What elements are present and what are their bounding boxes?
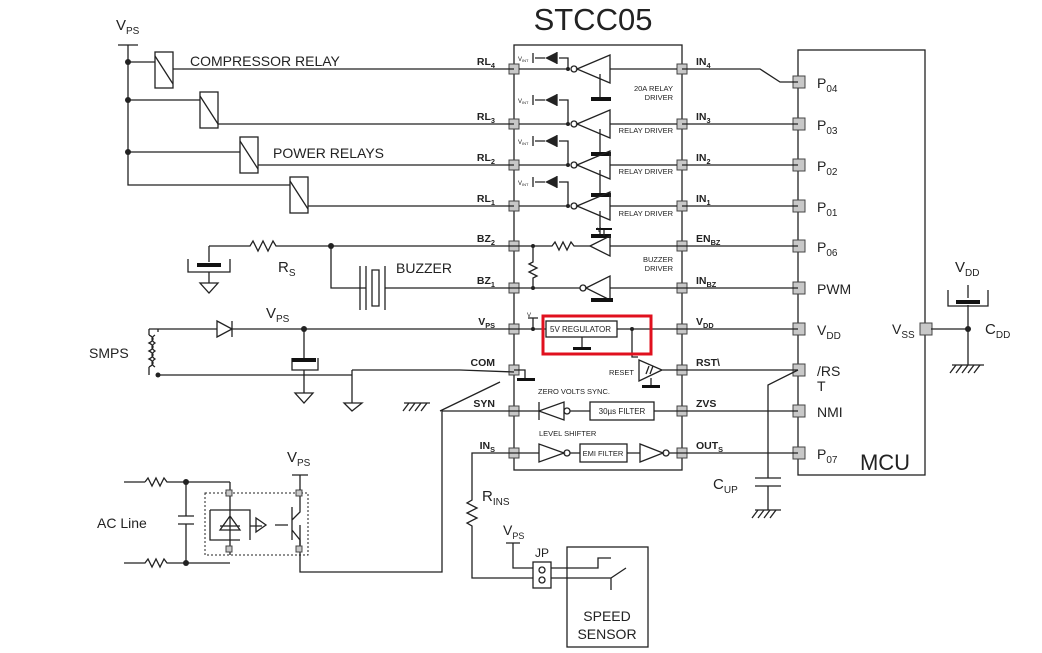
compressor-relay-coil bbox=[154, 51, 174, 89]
mcu-pin-label: VDD bbox=[817, 322, 841, 342]
mcu-pin-label: P03 bbox=[817, 117, 838, 137]
mcu-label: MCU bbox=[860, 450, 910, 475]
driver-label-20a-2: DRIVER bbox=[645, 93, 674, 102]
ic-left-pin-label: RL3 bbox=[477, 111, 495, 125]
optocoupler bbox=[204, 492, 309, 556]
ic-right-pin-label: ZVS bbox=[696, 398, 716, 410]
speed-sensor-label-1: SPEED bbox=[583, 608, 630, 624]
mcu-vss-pin bbox=[919, 322, 933, 336]
driver-label-20a: 20A RELAY bbox=[634, 84, 673, 93]
mcu-pin-label: P07 bbox=[817, 446, 838, 466]
ic-right-pin-label: IN3 bbox=[696, 111, 711, 125]
mcu-pin-label: P04 bbox=[817, 75, 838, 95]
mcu-vss-label: VSS bbox=[892, 321, 915, 341]
rins-label: RINS bbox=[482, 488, 510, 508]
ic-left-pin-label: COM bbox=[471, 357, 496, 369]
driver-label-3: RELAY DRIVER bbox=[619, 126, 674, 135]
jp-label: JP bbox=[535, 546, 549, 560]
ic-right-pin-label: RST\ bbox=[696, 357, 720, 369]
jumper[interactable] bbox=[532, 561, 552, 589]
vint-label: VINT bbox=[518, 57, 529, 63]
vint-label: VINT bbox=[518, 181, 529, 187]
mcu-pin-label: NMI bbox=[817, 404, 843, 420]
ic-right-pin-label: IN4 bbox=[696, 56, 712, 70]
ic-left-pin-label: SYN bbox=[473, 398, 495, 410]
vps-smps-label: VPS bbox=[266, 305, 290, 325]
level-shifter-label: LEVEL SHIFTER bbox=[539, 429, 597, 438]
speed-sensor-box bbox=[566, 546, 649, 648]
zvs-label: ZERO VOLTS SYNC. bbox=[538, 387, 610, 396]
relay-drivers: VINT VINT VINT VINT bbox=[518, 52, 677, 238]
ic-left-pin-label: BZ2 bbox=[477, 233, 495, 247]
power-relays-label: POWER RELAYS bbox=[273, 145, 384, 161]
ic-right-pin-label: IN1 bbox=[696, 193, 711, 207]
vint-label: VINT bbox=[518, 140, 529, 146]
ic-left-pin-label: VPS bbox=[478, 316, 495, 330]
vps-jp-label: VPS bbox=[503, 522, 524, 541]
mcu-pin-label: P01 bbox=[817, 199, 838, 219]
buzzer-driver-label: BUZZER bbox=[643, 255, 674, 264]
highlight-box bbox=[541, 314, 653, 356]
smps-label: SMPS bbox=[89, 345, 129, 361]
emi-filter: EMI FILTER bbox=[583, 449, 624, 458]
reset-label: RESET bbox=[609, 368, 634, 377]
ic-body bbox=[513, 44, 683, 471]
driver-label-2: RELAY DRIVER bbox=[619, 167, 674, 176]
ic-right-pin-label: IN2 bbox=[696, 152, 711, 166]
vin-label: V bbox=[527, 313, 531, 319]
ic-left-pin-label: RL1 bbox=[477, 193, 495, 207]
buzzer-label: BUZZER bbox=[396, 260, 452, 276]
svg-text:V: V bbox=[597, 228, 601, 234]
ic-right-pin-label: VDD bbox=[696, 316, 714, 330]
ic-right-pin-label: INBZ bbox=[696, 275, 717, 289]
ic-left-pin-label: RL4 bbox=[477, 56, 496, 70]
ac-line-label: AC Line bbox=[97, 515, 147, 531]
driver-label-1: RELAY DRIVER bbox=[619, 209, 674, 218]
mcu-body bbox=[797, 49, 926, 476]
ic-left-pin-label: BZ1 bbox=[477, 275, 495, 289]
speed-sensor-label-2: SENSOR bbox=[577, 626, 636, 642]
mcu-pin-label: P06 bbox=[817, 239, 838, 259]
ic-left-pin-label: INS bbox=[480, 440, 496, 454]
cup-label: CUP bbox=[713, 476, 738, 496]
mcu-pin-label: PWM bbox=[817, 281, 851, 297]
vps-opto-label: VPS bbox=[287, 449, 311, 469]
cdd-label: CDD bbox=[985, 321, 1010, 341]
vps-top-label: VPS bbox=[116, 17, 140, 37]
mcu-pin-label: P02 bbox=[817, 158, 838, 178]
vdd-label: VDD bbox=[955, 259, 979, 279]
relay-driver: VINT bbox=[518, 94, 677, 156]
compressor-relay-label: COMPRESSOR RELAY bbox=[190, 53, 341, 69]
vint-label: VINT bbox=[518, 99, 529, 105]
relay-driver: VINT bbox=[518, 52, 677, 101]
regulator-label: 5V REGULATOR bbox=[550, 325, 611, 334]
rs-label: RS bbox=[278, 259, 296, 279]
relay-driver: VINT bbox=[518, 135, 677, 197]
buzzer-driver-label-2: DRIVER bbox=[645, 264, 674, 273]
ic-left-pin-label: RL2 bbox=[477, 152, 495, 166]
ic-right-pin-label: OUTS bbox=[696, 440, 723, 454]
relay-driver: VINT bbox=[518, 176, 677, 238]
filter-30us: 30µs FILTER bbox=[599, 407, 646, 416]
chip-title: STCC05 bbox=[534, 2, 653, 37]
ic-right-pin-label: ENBZ bbox=[696, 233, 721, 247]
